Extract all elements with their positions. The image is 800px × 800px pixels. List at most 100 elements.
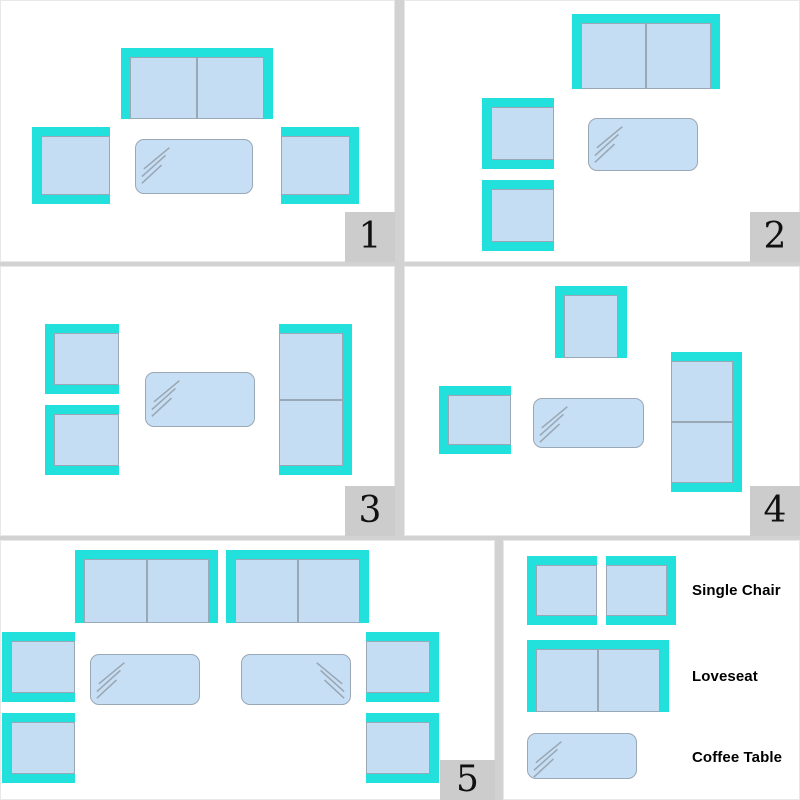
coffee-table-left [90, 654, 200, 705]
frame-bar-top [366, 632, 439, 641]
loveseat-top-left [75, 550, 218, 623]
frame-bar-top [606, 556, 676, 565]
frame-bar-top [366, 713, 439, 722]
frame-bar-top [2, 713, 75, 722]
frame-bar-right [618, 286, 627, 358]
frame-bar-bottom [527, 616, 597, 625]
loveseat-seat-left [527, 640, 598, 712]
seat-cushion [491, 107, 554, 160]
loveseat-right [671, 352, 742, 492]
panel-number-badge-2: 2 [750, 212, 800, 262]
loveseat-seat-upper [671, 352, 742, 422]
seat-cushion [235, 559, 298, 623]
frame-bar-right [209, 550, 218, 623]
loveseat-top [572, 14, 720, 89]
legend-chair-right [606, 556, 676, 625]
frame-bar-top [281, 127, 359, 136]
frame-bar-bottom [366, 774, 439, 783]
seat-cushion [671, 361, 733, 422]
seat-cushion [11, 641, 75, 693]
loveseat-seat-right [646, 14, 720, 89]
frame-bar-top [297, 550, 369, 559]
panel-number-badge-1: 1 [345, 212, 395, 262]
frame-bar-top [2, 632, 75, 641]
frame-bar-right [430, 713, 439, 783]
chair-left-upper [2, 632, 75, 702]
seat-cushion [41, 136, 110, 195]
coffee-table-center [145, 372, 255, 427]
frame-bar-top [646, 14, 720, 23]
legend-label-coffee-table: Coffee Table [692, 749, 783, 766]
chair-left [32, 127, 110, 204]
frame-bar-top [671, 352, 742, 361]
frame-bar-bottom [482, 160, 554, 169]
frame-bar-right [733, 422, 742, 492]
frame-bar-bottom [279, 466, 352, 475]
seat-cushion [536, 649, 598, 712]
loveseat-seat-left [226, 550, 298, 623]
frame-bar-left [555, 286, 564, 358]
loveseat-top-right [226, 550, 369, 623]
frame-bar-left [482, 98, 491, 169]
loveseat-seat-right [197, 48, 273, 119]
chair-top [555, 286, 627, 358]
loveseat-seat-left [75, 550, 147, 623]
seat-cushion [54, 414, 119, 466]
panel-number-badge-5: 5 [440, 760, 495, 800]
frame-bar-left [572, 14, 581, 89]
seat-cushion [279, 399, 343, 466]
chair-upper-left [45, 324, 119, 394]
seat-cushion [564, 295, 618, 358]
seat-cushion [197, 57, 264, 119]
seat-cushion [366, 641, 430, 693]
loveseat-top [121, 48, 273, 119]
coffee-table-center [135, 139, 253, 194]
frame-bar-top [45, 405, 119, 414]
frame-bar-top [482, 98, 554, 107]
loveseat-seat-left [121, 48, 197, 119]
frame-bar-left [2, 713, 11, 783]
glass-hatch-icon [316, 662, 345, 699]
chair-left [439, 386, 511, 454]
seat-cushion [491, 189, 554, 242]
glass-hatch-icon [594, 126, 623, 163]
frame-bar-bottom [439, 445, 511, 454]
frame-bar-bottom [2, 693, 75, 702]
frame-bar-right [343, 399, 352, 475]
frame-bar-bottom [366, 693, 439, 702]
frame-bar-left [226, 550, 235, 623]
frame-bar-top [32, 127, 110, 136]
frame-bar-bottom [32, 195, 110, 204]
frame-bar-right [350, 127, 359, 204]
seat-cushion [671, 422, 733, 483]
frame-bar-right [430, 632, 439, 702]
frame-bar-top [482, 180, 554, 189]
chair-right-upper [366, 632, 439, 702]
frame-bar-top [75, 550, 147, 559]
legend-coffee-table [527, 733, 637, 779]
frame-bar-left [121, 48, 130, 119]
seat-cushion [84, 559, 147, 623]
frame-bar-top [279, 324, 352, 333]
frame-bar-top [439, 386, 511, 395]
frame-bar-top [555, 286, 627, 295]
chair-right [281, 127, 359, 204]
loveseat-seat-right [598, 640, 669, 712]
frame-bar-right [343, 324, 352, 400]
frame-bar-right [264, 48, 273, 119]
frame-bar-top [598, 640, 669, 649]
frame-bar-left [75, 550, 84, 623]
frame-bar-left [527, 640, 536, 712]
frame-bar-left [482, 180, 491, 251]
seat-cushion [54, 333, 119, 385]
frame-bar-left [527, 556, 536, 625]
coffee-table-right [241, 654, 351, 705]
chair-left-lower [2, 713, 75, 783]
glass-hatch-icon [539, 406, 568, 443]
frame-bar-top [572, 14, 646, 23]
seat-cushion [281, 136, 350, 195]
frame-bar-top [146, 550, 218, 559]
